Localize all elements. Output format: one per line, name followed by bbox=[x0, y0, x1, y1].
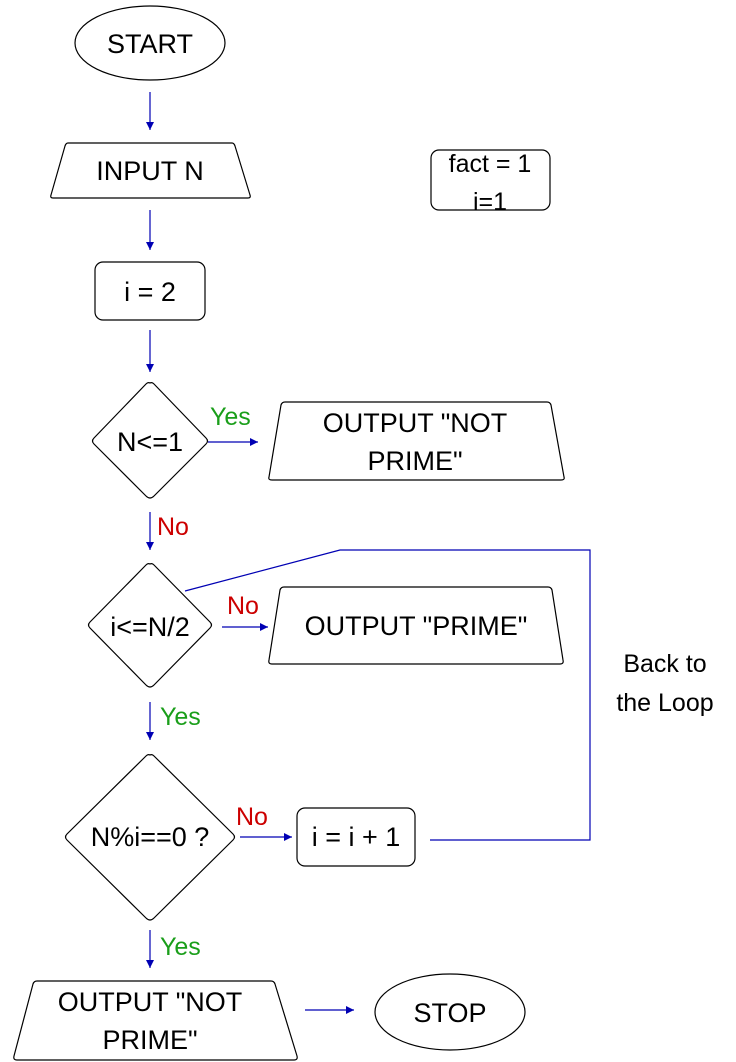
edge-label-yes-mod: Yes bbox=[160, 933, 201, 961]
init-vars-line2: i=1 bbox=[473, 188, 507, 216]
decision-mod: N%i==0 ? bbox=[64, 754, 236, 921]
start-label: START bbox=[107, 29, 193, 59]
input-n-label: INPUT N bbox=[96, 156, 204, 186]
input-n-node: INPUT N bbox=[50, 142, 251, 199]
decision-n-le-1: N<=1 bbox=[91, 382, 209, 499]
edge-label-no-i-le-n2: No bbox=[227, 592, 259, 620]
output-not-prime-top-line1: OUTPUT "NOT bbox=[323, 408, 508, 438]
loop-note-line2: the Loop bbox=[616, 689, 713, 717]
edge-label-yes-n-le-1: Yes bbox=[210, 403, 251, 431]
edge-label-no-n-le-1: No bbox=[157, 513, 189, 541]
stop-terminator: STOP bbox=[374, 973, 526, 1051]
decision-n-le-1-label: N<=1 bbox=[117, 427, 183, 457]
connectors bbox=[146, 92, 591, 1014]
output-not-prime-top-node: OUTPUT "NOT PRIME" bbox=[268, 401, 565, 481]
stop-label: STOP bbox=[413, 998, 486, 1028]
decision-mod-label: N%i==0 ? bbox=[91, 822, 210, 852]
loop-note-line1: Back to bbox=[623, 650, 706, 678]
increment-i-label: i = i + 1 bbox=[312, 822, 401, 852]
edge-label-yes-i-le-n2: Yes bbox=[160, 703, 201, 731]
assign-i-label: i = 2 bbox=[124, 277, 176, 307]
output-prime-label: OUTPUT "PRIME" bbox=[305, 611, 528, 641]
output-prime-node: OUTPUT "PRIME" bbox=[268, 586, 564, 665]
output-not-prime-bottom-node: OUTPUT "NOT PRIME" bbox=[13, 980, 298, 1061]
decision-i-le-n2-label: i<=N/2 bbox=[110, 612, 190, 642]
init-vars-node: fact = 1 i=1 bbox=[430, 149, 551, 216]
loop-back-connector bbox=[184, 549, 591, 841]
edge-label-no-mod: No bbox=[236, 803, 268, 831]
increment-i-node: i = i + 1 bbox=[296, 807, 416, 867]
output-not-prime-bottom-line1: OUTPUT "NOT bbox=[58, 987, 243, 1017]
output-not-prime-bottom-line2: PRIME" bbox=[102, 1025, 197, 1055]
init-vars-line1: fact = 1 bbox=[449, 150, 532, 178]
decision-i-le-n2: i<=N/2 bbox=[87, 563, 213, 688]
output-not-prime-top-line2: PRIME" bbox=[367, 446, 462, 476]
start-terminator: START bbox=[74, 5, 226, 81]
assign-i-node: i = 2 bbox=[94, 261, 206, 321]
